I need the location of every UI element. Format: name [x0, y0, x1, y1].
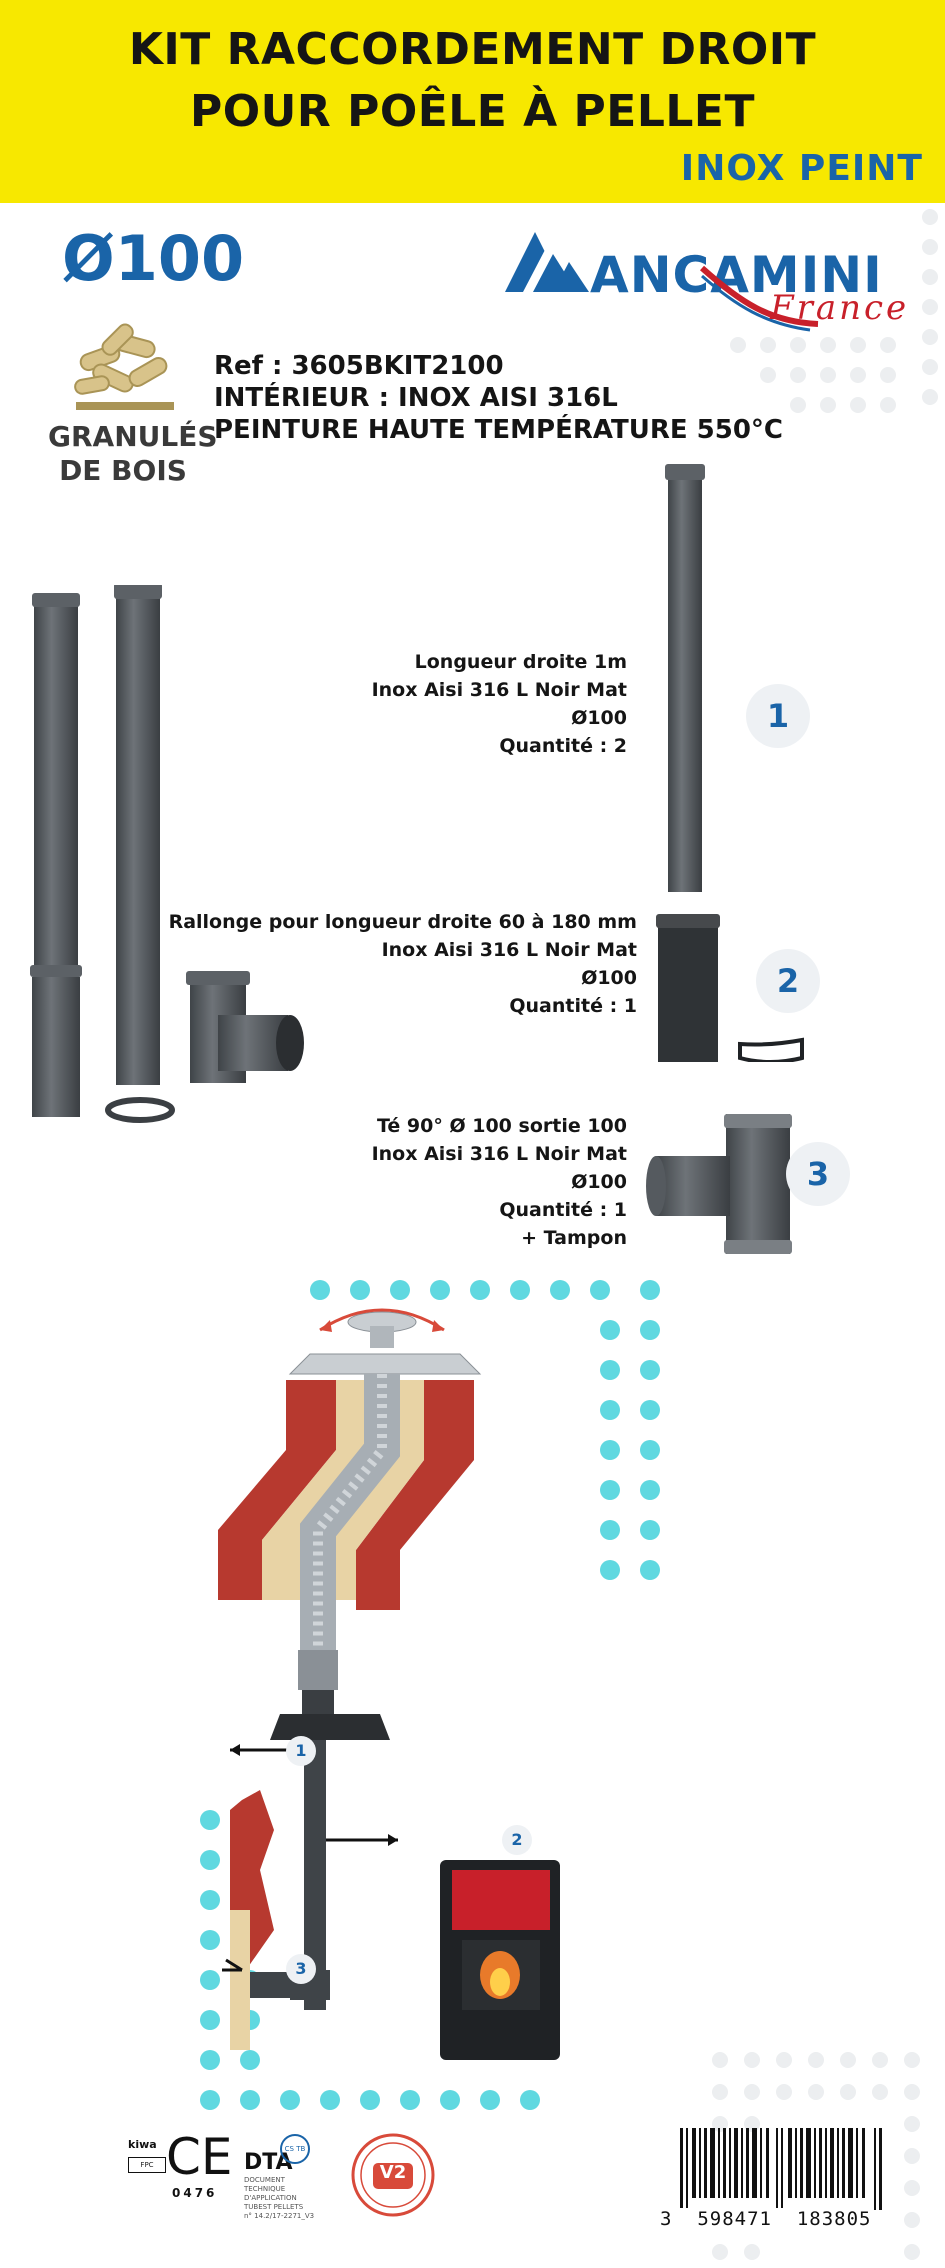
- component-3-tee-image: [646, 1114, 792, 1254]
- component-2-material: Inox Aisi 316 L Noir Mat: [381, 939, 637, 961]
- product-ref: Ref : 3605BKIT2100: [214, 351, 504, 381]
- diagram-callout-1: 1: [286, 1736, 316, 1766]
- component-1-name: Longueur droite 1m: [414, 651, 627, 673]
- v2-label: V2: [379, 2162, 407, 2183]
- decorative-dot-grid-top: [730, 209, 938, 413]
- dta-description: DOCUMENT TECHNIQUE D'APPLICATION TUBEST …: [244, 2176, 314, 2221]
- installation-diagram: [200, 1280, 660, 2110]
- barcode-icon: [680, 2128, 882, 2210]
- dta-text-5: n° 14.2/17-2271_V3: [244, 2212, 315, 2220]
- component-3-extra: + Tampon: [521, 1227, 627, 1249]
- component-1-quantity: Quantité : 2: [499, 735, 627, 757]
- brand-swoosh-icon: [700, 265, 819, 332]
- diagram-callout-3: 3: [286, 1954, 316, 1984]
- kiwa-certification: kiwa FPC: [128, 2138, 166, 2198]
- component-1-material: Inox Aisi 316 L Noir Mat: [371, 679, 627, 701]
- wood-pellets-icon: [74, 323, 174, 410]
- component-2-number-badge: 2: [756, 949, 820, 1013]
- dta-text-4: TUBEST PELLETS: [244, 2203, 304, 2211]
- dta-text-2: TECHNIQUE: [244, 2185, 286, 2193]
- fuel-type-label: GRANULÉS DE BOIS: [48, 420, 218, 488]
- product-reference: Ref : 3605BKIT2100 INTÉRIEUR : INOX AISI…: [214, 350, 783, 446]
- title-line-1: KIT RACCORDEMENT DROIT: [128, 24, 817, 75]
- component-3-diameter: Ø100: [571, 1171, 627, 1193]
- subtitle: INOX PEINT: [680, 148, 923, 189]
- dta-text-3: D'APPLICATION: [244, 2194, 297, 2202]
- component-1-diameter: Ø100: [571, 707, 627, 729]
- component-3-description: Té 90° Ø 100 sortie 100 Inox Aisi 316 L …: [372, 1112, 627, 1252]
- cstb-badge: CS TB: [280, 2134, 310, 2164]
- fuel-line-2: DE BOIS: [59, 454, 187, 487]
- barcode-number: 3 598471 183805: [660, 2208, 872, 2230]
- component-1-description: Longueur droite 1m Inox Aisi 316 L Noir …: [372, 648, 627, 760]
- component-3-material: Inox Aisi 316 L Noir Mat: [371, 1143, 627, 1165]
- product-interior: INTÉRIEUR : INOX AISI 316L: [214, 383, 618, 413]
- component-2-diameter: Ø100: [581, 967, 637, 989]
- component-1-pipe-image: [665, 464, 705, 892]
- ce-number: 0476: [172, 2186, 218, 2200]
- ce-mark: CE: [166, 2128, 233, 2186]
- dta-text-1: DOCUMENT: [244, 2176, 285, 2184]
- component-2-name: Rallonge pour longueur droite 60 à 180 m…: [168, 911, 637, 933]
- component-2-extension-image: [656, 914, 804, 1062]
- v2-seal-icon: [351, 2133, 435, 2217]
- brand-subtitle: France: [770, 288, 910, 328]
- decorative-dot-grid-bottom: [712, 2052, 920, 2260]
- component-3-name: Té 90° Ø 100 sortie 100: [376, 1115, 627, 1137]
- component-3-number-badge: 3: [786, 1142, 850, 1206]
- title-line-2: POUR POÊLE À PELLET: [189, 86, 756, 137]
- fpc-label: FPC: [128, 2157, 166, 2173]
- diameter-label: Ø100: [62, 222, 245, 295]
- component-1-number-badge: 1: [746, 684, 810, 748]
- brand-logo-icon: [505, 232, 589, 292]
- header-banner: KIT RACCORDEMENT DROIT POUR POÊLE À PELL…: [0, 0, 945, 203]
- product-paint: PEINTURE HAUTE TEMPÉRATURE 550°C: [214, 415, 784, 445]
- kiwa-label: kiwa: [128, 2138, 157, 2151]
- diagram-callout-2: 2: [502, 1825, 532, 1855]
- component-2-description: Rallonge pour longueur droite 60 à 180 m…: [169, 908, 637, 1020]
- component-3-quantity: Quantité : 1: [499, 1199, 627, 1221]
- fuel-line-1: GRANULÉS: [48, 420, 218, 453]
- component-2-quantity: Quantité : 1: [509, 995, 637, 1017]
- kit-assembled-photo: [30, 585, 304, 1123]
